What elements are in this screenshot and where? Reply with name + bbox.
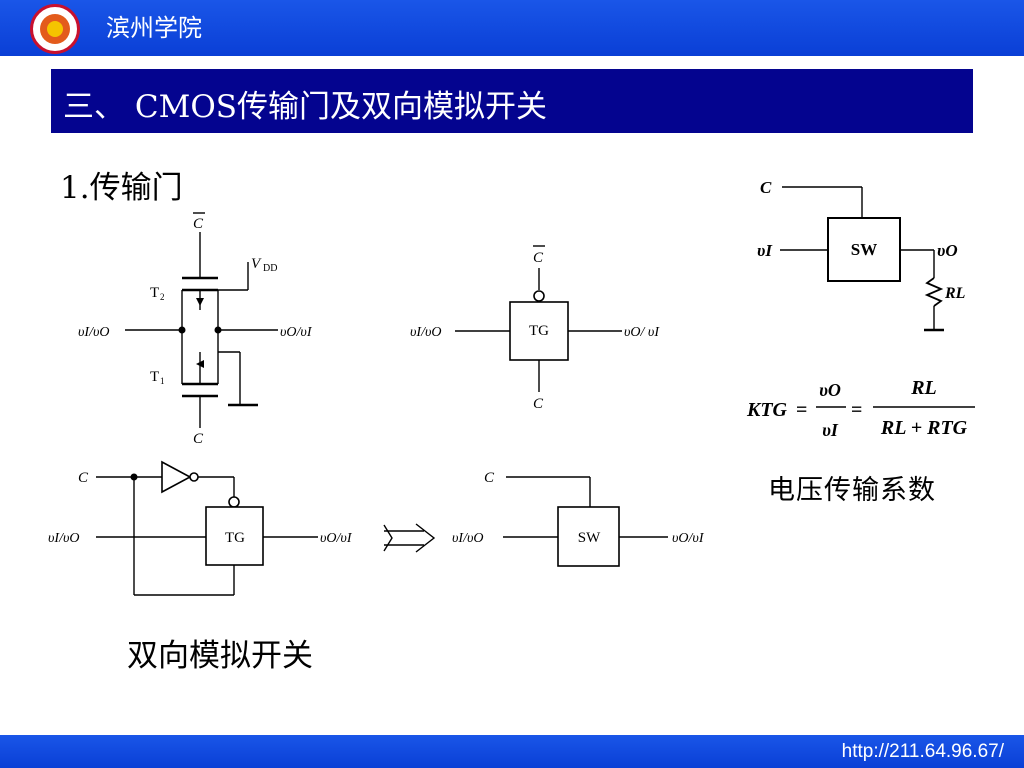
tg-symbol: C TG υI/υO υO/ υI C (410, 245, 660, 412)
header-bar: 滨州学院 (0, 0, 1024, 56)
circuit-diagrams: C V DD T 2 υI/υO υO/υI T 1 C (48, 178, 975, 596)
bsw-left-io: υI/υO (452, 531, 484, 546)
cmos-right-io: υO/υI (280, 325, 313, 340)
tg-right-io: υO/ υI (624, 325, 660, 340)
t1-sub: 1 (160, 376, 165, 386)
formula-vo: υO (819, 380, 841, 400)
bil-tg-label: TG (225, 530, 245, 546)
bsw-c-label: C (484, 470, 495, 486)
c-bar-label: C (193, 216, 204, 232)
sw-input-label: υI (757, 241, 773, 260)
k-tg-label: KTG (746, 399, 788, 421)
bil-left-io: υI/υO (48, 531, 80, 546)
svg-text:=: = (851, 399, 862, 421)
t2-sub: 2 (160, 292, 165, 302)
slide-title: 三、 CMOS传输门及双向模拟开关 (63, 89, 547, 125)
sw-c-label: C (760, 178, 772, 197)
inverter-symbol (161, 460, 192, 494)
tg-box (509, 301, 569, 361)
tg-left-io: υI/υO (410, 325, 442, 340)
rl-label: RL (944, 285, 966, 302)
tg-box-label: TG (529, 323, 549, 339)
formula-vi: υI (822, 420, 839, 440)
t2-label: T (150, 285, 159, 301)
bilateral-switch-tg-circuit: C TG υI/υO υO/υI (48, 460, 353, 596)
sw-output-label: υO (937, 241, 958, 260)
equivalence-arrow (383, 523, 436, 553)
title-bar: 三、 CMOS传输门及双向模拟开关 (51, 69, 973, 133)
sw-box-label: SW (851, 240, 877, 259)
school-logo (30, 4, 80, 54)
bsw-right-io: υO/υI (672, 531, 705, 546)
footer-url[interactable]: http://211.64.96.67/ (841, 741, 1004, 762)
cmos-transmission-gate-circuit: C V DD T 2 υI/υO υO/υI T 1 C (78, 212, 313, 447)
bil-right-io: υO/υI (320, 531, 353, 546)
tg-c-label: C (533, 396, 544, 412)
tg-c-bar-label: C (533, 250, 544, 266)
cmos-c-label: C (193, 431, 204, 447)
t1-label: T (150, 369, 159, 385)
formula-rl-rtg: RL + RTG (880, 417, 968, 439)
vdd-sub: DD (263, 263, 277, 274)
bsw-box-label: SW (578, 530, 601, 546)
section-heading: 1.传输门 (60, 170, 183, 206)
svg-text:=: = (796, 399, 807, 421)
bil-c-label: C (78, 470, 89, 486)
footer-bar: http://211.64.96.67/ (0, 735, 1024, 768)
school-name: 滨州学院 (106, 14, 202, 42)
formula-rl: RL (910, 377, 937, 399)
bilateral-switch-sw-symbol: C SW υI/υO υO/υI (452, 470, 705, 567)
voltage-ratio-formula: KTG = υO υI = RL RL + RTG (746, 377, 975, 440)
vdd-label: V (251, 256, 262, 272)
bilateral-switch-caption: 双向模拟开关 (127, 638, 313, 674)
bsw-box (557, 506, 620, 567)
cmos-left-io: υI/υO (78, 325, 110, 340)
voltage-ratio-caption: 电压传输系数 (768, 475, 936, 506)
switch-model-circuit: C SW υI υO RL (757, 178, 966, 332)
